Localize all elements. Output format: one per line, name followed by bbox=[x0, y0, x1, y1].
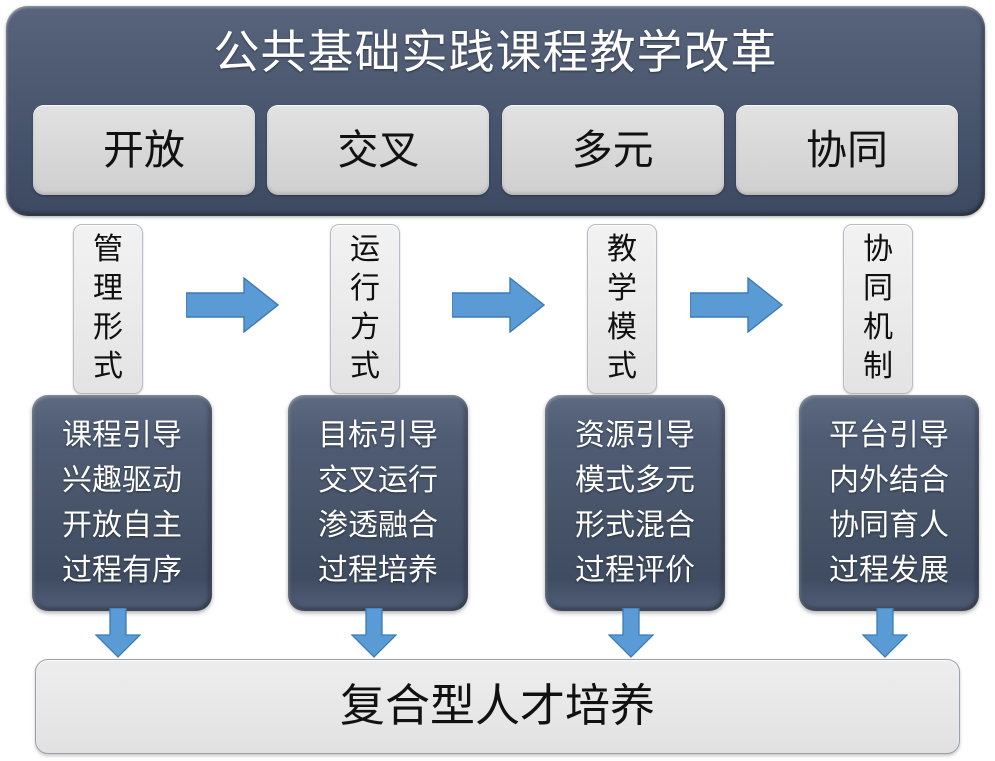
stage-label-3-char-3: 制 bbox=[863, 350, 893, 383]
stage-label-2-char-0: 教 bbox=[607, 233, 637, 266]
stage-label-1-char-2: 方 bbox=[350, 311, 380, 344]
content-box-3-line-0: 平台引导 bbox=[829, 419, 949, 452]
content-box-2-line-3: 过程评价 bbox=[575, 554, 695, 587]
flow-arrow-down-3 bbox=[862, 608, 908, 658]
content-box-0-line-0: 课程引导 bbox=[62, 419, 182, 452]
principle-pill-0[interactable]: 开放 bbox=[33, 105, 255, 195]
content-box-0-line-2: 开放自主 bbox=[62, 509, 182, 542]
stage-label-2-char-1: 学 bbox=[607, 272, 637, 305]
content-box-3[interactable]: 平台引导 内外结合 协同育人 过程发展 bbox=[799, 395, 979, 611]
principle-pill-3[interactable]: 协同 bbox=[735, 105, 958, 195]
content-box-3-line-2: 协同育人 bbox=[829, 509, 949, 542]
stage-label-3-char-2: 机 bbox=[863, 311, 893, 344]
content-box-2[interactable]: 资源引导 模式多元 形式混合 过程评价 bbox=[545, 395, 725, 611]
content-box-3-line-1: 内外结合 bbox=[829, 464, 949, 497]
content-box-1-line-3: 过程培养 bbox=[318, 554, 438, 587]
flow-arrow-right-2 bbox=[690, 277, 783, 333]
page-title: 公共基础实践课程教学改革 bbox=[213, 27, 778, 78]
stage-label-0-char-0: 管 bbox=[93, 233, 123, 266]
flow-arrow-right-0 bbox=[186, 277, 279, 333]
content-box-2-line-2: 形式混合 bbox=[575, 509, 695, 542]
content-box-0-line-1: 兴趣驱动 bbox=[62, 464, 182, 497]
content-box-1[interactable]: 目标引导 交叉运行 渗透融合 过程培养 bbox=[288, 395, 468, 611]
flow-arrow-down-2 bbox=[608, 608, 654, 658]
stage-label-3[interactable]: 协 同 机 制 bbox=[843, 224, 913, 394]
stage-label-1-char-3: 式 bbox=[350, 350, 380, 383]
stage-label-2-char-2: 模 bbox=[607, 311, 637, 344]
content-box-0-line-3: 过程有序 bbox=[62, 554, 182, 587]
content-box-0[interactable]: 课程引导 兴趣驱动 开放自主 过程有序 bbox=[32, 395, 212, 611]
header-panel: 公共基础实践课程教学改革 开放 交叉 多元 协同 bbox=[6, 6, 985, 216]
principle-pill-1[interactable]: 交叉 bbox=[267, 105, 490, 195]
stage-label-0[interactable]: 管 理 形 式 bbox=[73, 224, 143, 394]
stage-label-1[interactable]: 运 行 方 式 bbox=[330, 224, 400, 394]
stage-label-2[interactable]: 教 学 模 式 bbox=[587, 224, 657, 394]
content-box-2-line-0: 资源引导 bbox=[575, 419, 695, 452]
stage-label-0-char-2: 形 bbox=[93, 311, 123, 344]
stage-label-2-char-3: 式 bbox=[607, 350, 637, 383]
flow-arrow-down-0 bbox=[95, 608, 141, 658]
flow-arrow-down-1 bbox=[351, 608, 397, 658]
stage-label-3-char-1: 同 bbox=[863, 272, 893, 305]
principle-pill-row: 开放 交叉 多元 协同 bbox=[33, 105, 958, 195]
content-box-1-line-0: 目标引导 bbox=[318, 419, 438, 452]
stage-label-0-char-3: 式 bbox=[93, 350, 123, 383]
stage-label-0-char-1: 理 bbox=[93, 272, 123, 305]
content-box-1-line-1: 交叉运行 bbox=[318, 464, 438, 497]
flow-arrow-right-1 bbox=[452, 277, 545, 333]
outcome-bar[interactable]: 复合型人才培养 bbox=[35, 659, 960, 754]
content-box-2-line-1: 模式多元 bbox=[575, 464, 695, 497]
principle-pill-2[interactable]: 多元 bbox=[501, 105, 724, 195]
stage-label-3-char-0: 协 bbox=[863, 233, 893, 266]
content-box-3-line-3: 过程发展 bbox=[829, 554, 949, 587]
stage-label-1-char-0: 运 bbox=[350, 233, 380, 266]
content-box-1-line-2: 渗透融合 bbox=[318, 509, 438, 542]
stage-label-1-char-1: 行 bbox=[350, 272, 380, 305]
